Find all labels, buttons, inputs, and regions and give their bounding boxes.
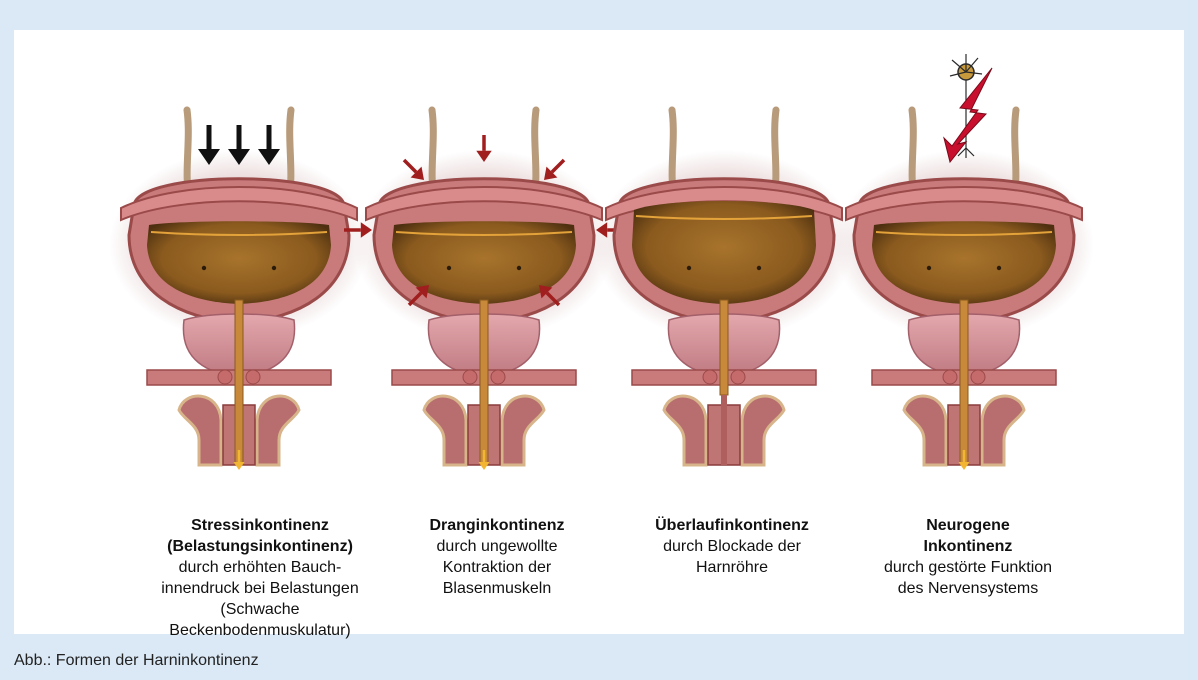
sphincter bbox=[943, 370, 957, 384]
bladder-figure bbox=[594, 110, 854, 465]
bladder-figure bbox=[109, 110, 369, 470]
sphincter bbox=[971, 370, 985, 384]
corpus-left bbox=[904, 396, 946, 465]
sphincter bbox=[463, 370, 477, 384]
ureter-opening bbox=[517, 266, 521, 270]
corpus-left bbox=[424, 396, 466, 465]
ureter-opening bbox=[927, 266, 931, 270]
corpus-right bbox=[502, 396, 544, 465]
corpus-right bbox=[742, 396, 784, 465]
urethra bbox=[480, 300, 488, 465]
corpus-left bbox=[179, 396, 221, 465]
lightning-icon bbox=[944, 68, 992, 162]
bladder-figure bbox=[834, 54, 1094, 470]
panel-title: Überlaufinkontinenz bbox=[612, 515, 852, 536]
corpus-right bbox=[257, 396, 299, 465]
label-ueberlaufinkontinenz: Überlaufinkontinenz durch Blockade der H… bbox=[612, 515, 852, 578]
bladder-figure bbox=[344, 110, 624, 470]
bladder-illustrations bbox=[14, 30, 1184, 500]
panel-title: Neurogene Inkontinenz bbox=[848, 515, 1088, 557]
panel-subtitle: durch Blockade der Harnröhre bbox=[612, 536, 852, 578]
corpus-left bbox=[664, 396, 706, 465]
ureter-opening bbox=[202, 266, 206, 270]
figure-panel: Stressinkontinenz (Belastungsinkontinenz… bbox=[14, 30, 1184, 634]
sphincter bbox=[246, 370, 260, 384]
sphincter bbox=[731, 370, 745, 384]
panel-title: Stressinkontinenz (Belastungsinkontinenz… bbox=[140, 515, 380, 557]
figure-caption: Abb.: Formen der Harninkontinenz bbox=[14, 652, 259, 670]
panel-title: Dranginkontinenz bbox=[377, 515, 617, 536]
urethra bbox=[235, 300, 243, 465]
urethra bbox=[960, 300, 968, 465]
panel-subtitle: durch ungewollte Kontraktion der Blasenm… bbox=[377, 536, 617, 599]
urethra-blocked bbox=[721, 395, 727, 465]
sphincter bbox=[491, 370, 505, 384]
ureter-opening bbox=[272, 266, 276, 270]
ureter-opening bbox=[997, 266, 1001, 270]
label-dranginkontinenz: Dranginkontinenz durch ungewollte Kontra… bbox=[377, 515, 617, 599]
label-stressinkontinenz: Stressinkontinenz (Belastungsinkontinenz… bbox=[140, 515, 380, 641]
sphincter bbox=[703, 370, 717, 384]
corpus-right bbox=[982, 396, 1024, 465]
ureter-opening bbox=[687, 266, 691, 270]
label-neurogene-inkontinenz: Neurogene Inkontinenz durch gestörte Fun… bbox=[848, 515, 1088, 599]
ureter-opening bbox=[757, 266, 761, 270]
sphincter bbox=[218, 370, 232, 384]
urethra bbox=[720, 300, 728, 395]
panel-subtitle: durch erhöhten Bauch- innendruck bei Bel… bbox=[140, 557, 380, 641]
panel-subtitle: durch gestörte Funktion des Nervensystem… bbox=[848, 557, 1088, 599]
ureter-opening bbox=[447, 266, 451, 270]
